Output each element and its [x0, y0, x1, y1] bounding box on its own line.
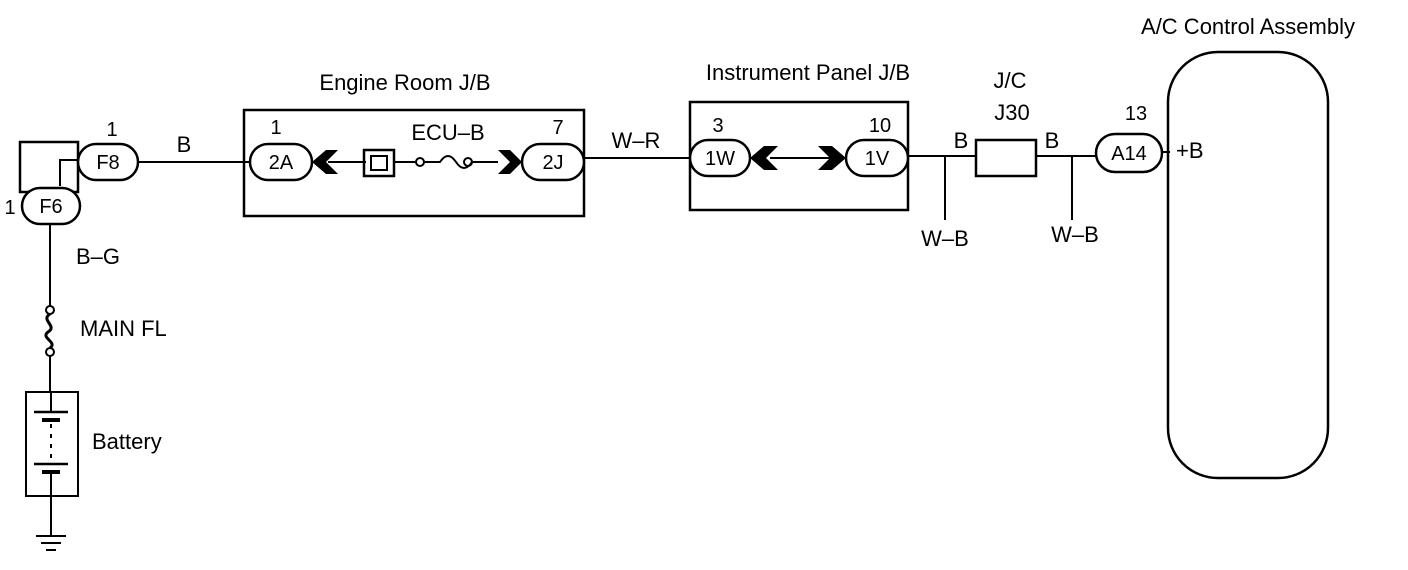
connector-f6-label: F6: [39, 196, 62, 218]
label-ac-control-assembly: A/C Control Assembly: [1141, 14, 1355, 39]
pin-2j: 7: [552, 117, 563, 139]
connector-f6-shape: [20, 186, 82, 226]
pin-1w: 3: [712, 115, 723, 137]
label-battery: Battery: [92, 429, 162, 454]
pin-1v: 10: [869, 115, 891, 137]
connector-f8-shape: [76, 142, 140, 182]
wire-label-b-3: B: [1045, 128, 1060, 153]
connector-1w-shape: [688, 138, 752, 178]
label-instrument-panel-jb: Instrument Panel J/B: [706, 60, 910, 85]
pin-f8: 1: [106, 119, 117, 141]
wire-label-w-b-1: W–B: [921, 226, 969, 251]
fusible-link-inner: [59, 159, 78, 186]
pin-a14: 13: [1125, 103, 1147, 125]
connector-1v-label: 1V: [865, 148, 890, 170]
pin-f6: 1: [4, 197, 15, 219]
connector-2j-shape: [520, 142, 586, 182]
wire-label-w-r: W–R: [612, 128, 661, 153]
ac-control-assembly-box: [1166, 50, 1330, 480]
label-jc: J/C: [994, 68, 1027, 93]
connector-2a-label: 2A: [269, 152, 294, 174]
fuse-terminal-left: [415, 157, 425, 167]
wire-label-w-b-2: W–B: [1051, 222, 1099, 247]
connector-f8-label: F8: [96, 152, 119, 174]
chevron-1v: [818, 146, 846, 170]
connector-2a-shape: [248, 142, 314, 182]
main-fl-terminal-bottom: [45, 347, 55, 357]
fusible-link-block: [18, 140, 80, 194]
connector-a14-shape: [1094, 132, 1164, 174]
connector-1v-shape: [844, 138, 910, 178]
chevron-2a: [312, 150, 338, 174]
wire-label-b-2: B: [954, 128, 969, 153]
chevron-2j: [498, 150, 522, 174]
wire-label-b-1: B: [177, 132, 192, 157]
label-ecu-b: ECU–B: [411, 120, 484, 145]
main-fl-terminal-top: [45, 305, 55, 315]
main-fl-fusible-link: [44, 312, 54, 350]
relay-symbol-inner: [370, 155, 388, 171]
label-engine-room-jb: Engine Room J/B: [319, 70, 490, 95]
connector-1w-label: 1W: [705, 148, 735, 170]
connector-2j-label: 2J: [542, 152, 563, 174]
chevron-1w: [750, 146, 778, 170]
pin-2a: 1: [270, 117, 281, 139]
label-j30: J30: [994, 100, 1029, 125]
connector-a14-label: A14: [1111, 143, 1147, 165]
wire-label-b-g: B–G: [76, 244, 120, 269]
label-plus-b: +B: [1176, 138, 1204, 163]
jc-j30-box: [974, 138, 1038, 178]
relay-symbol-outer: [362, 148, 396, 178]
label-main-fl: MAIN FL: [80, 316, 167, 341]
